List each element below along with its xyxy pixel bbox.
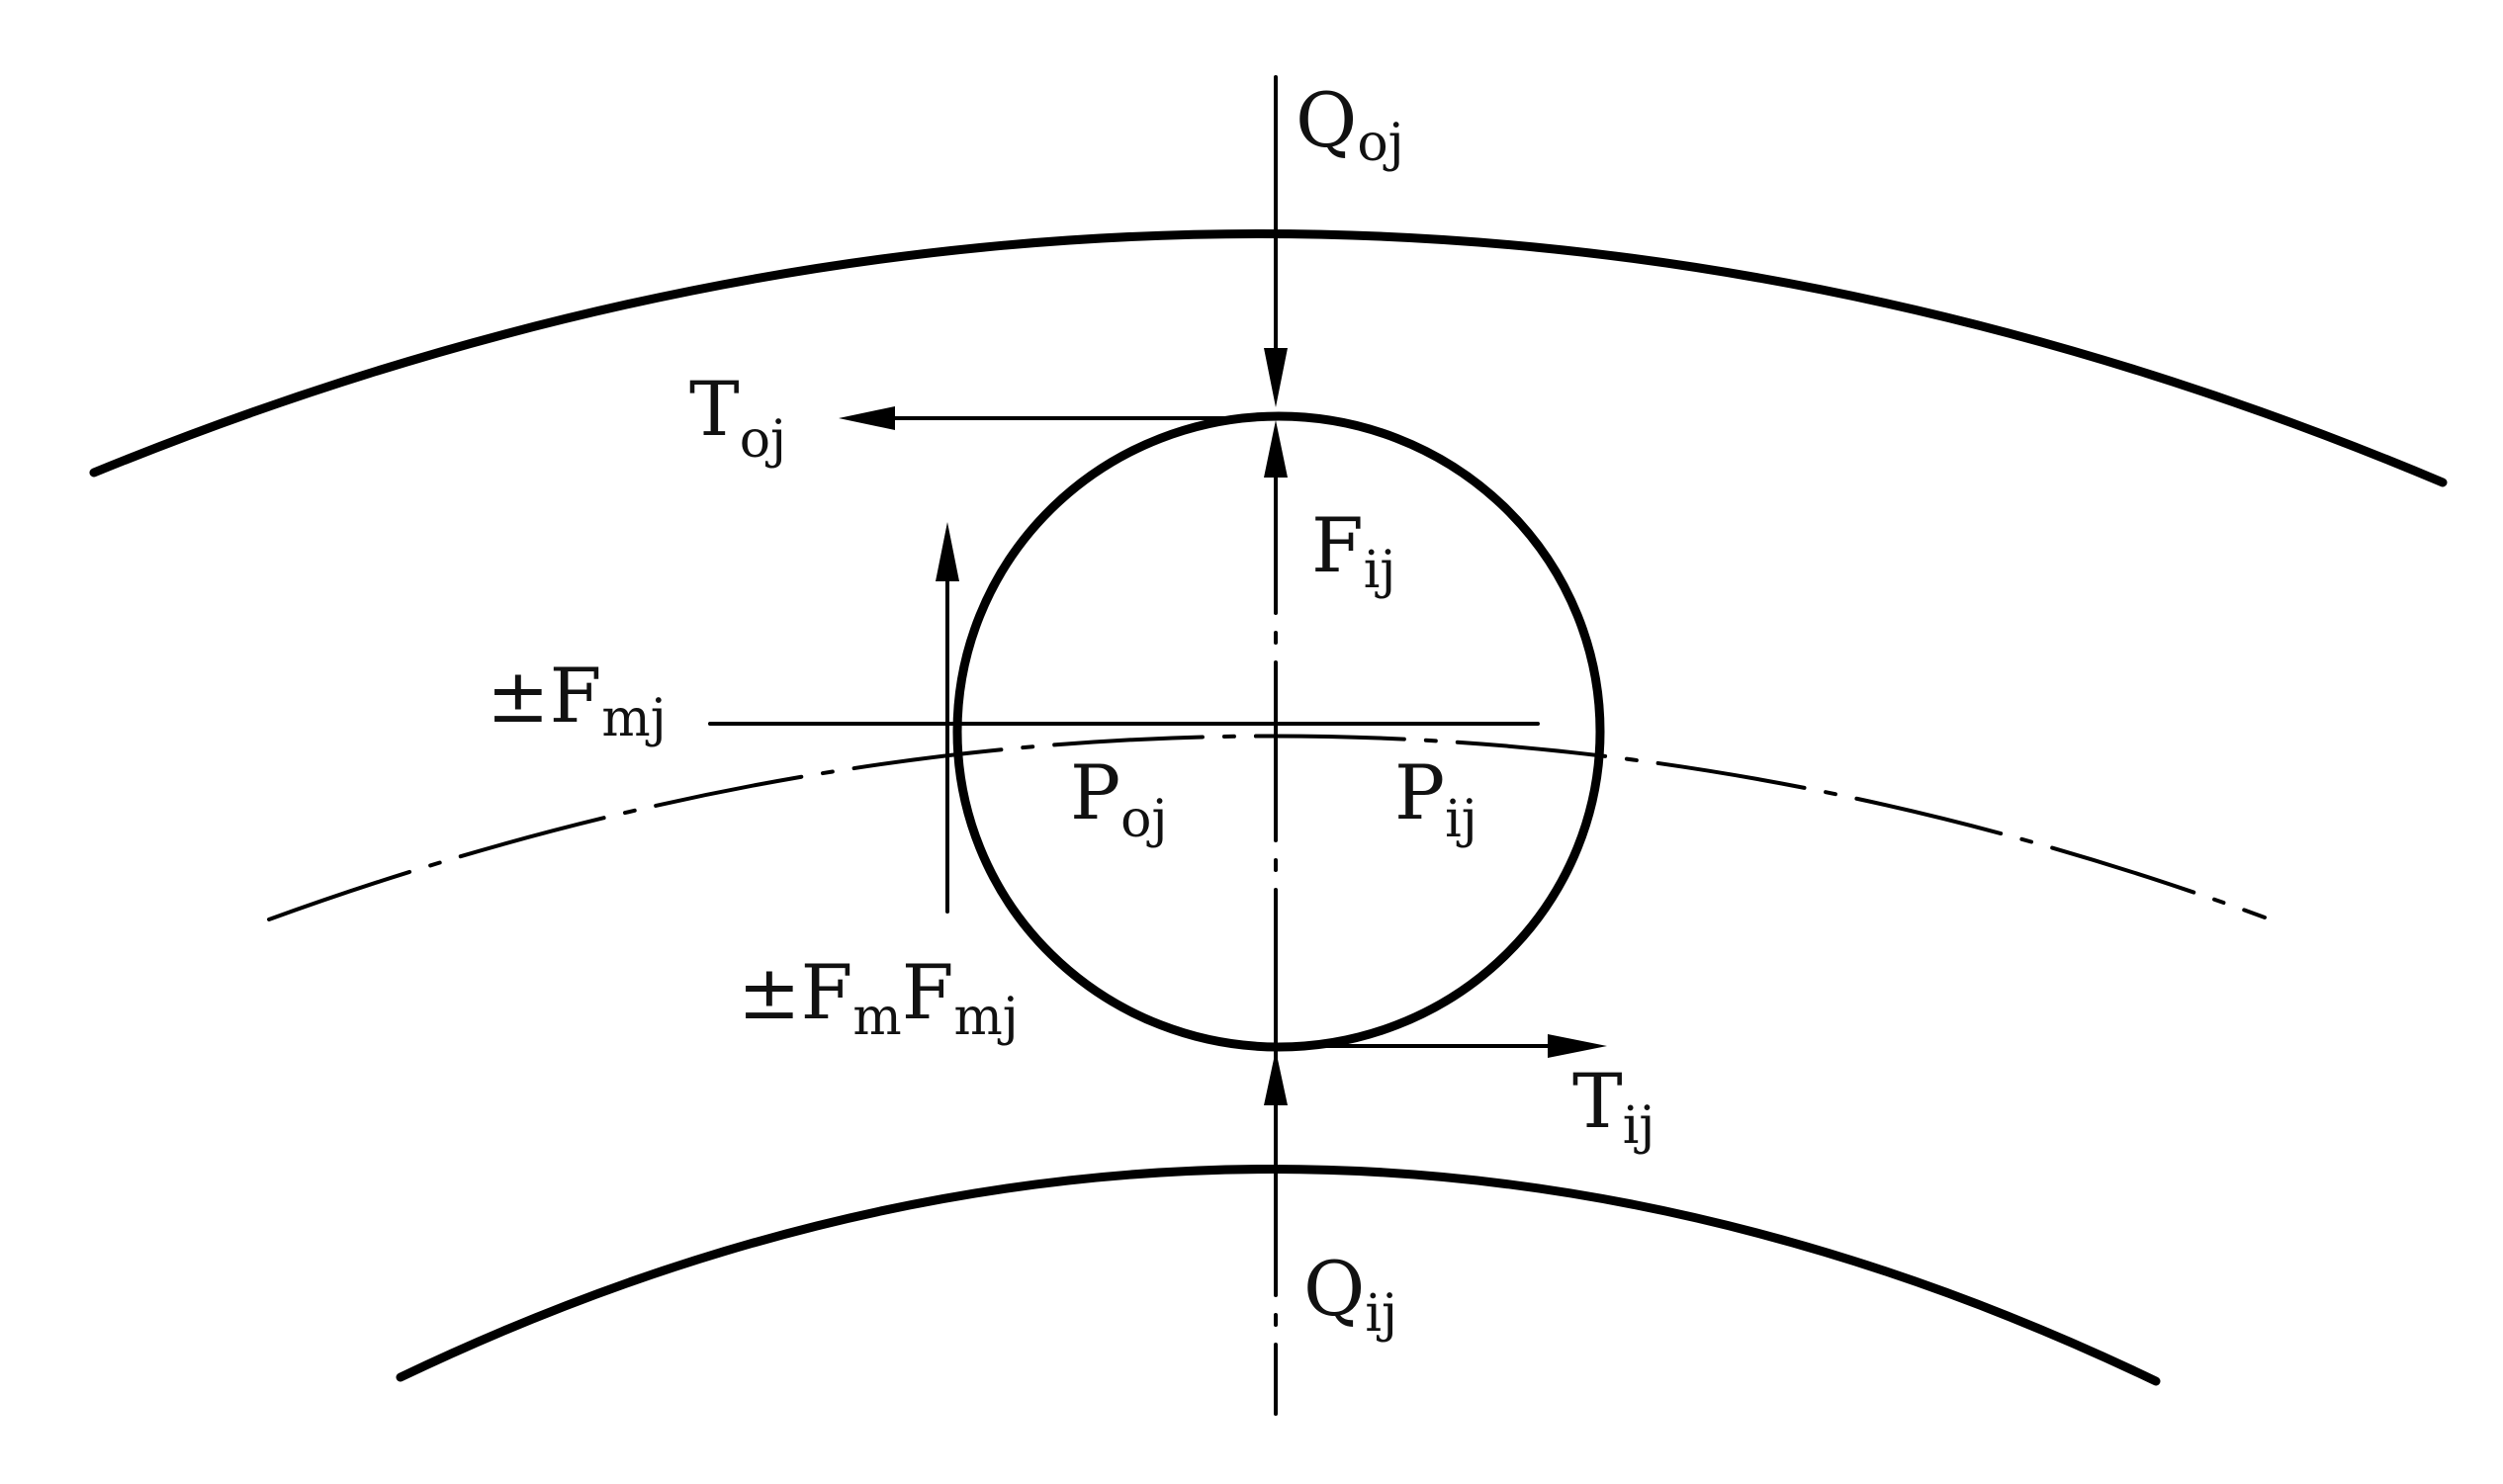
t-ij-arrow-head <box>1548 1034 1607 1058</box>
label-f-mj: ±Fmj <box>487 652 667 748</box>
label-fm-fmj: ±FmFmj <box>738 948 1019 1047</box>
outer-raceway-arc <box>89 228 2448 487</box>
label-p-oj: Poj <box>1070 748 1168 849</box>
label-q-ij: Qij <box>1303 1245 1397 1344</box>
label-f-ij: Fij <box>1311 501 1396 600</box>
f-ij-arrow-head <box>1264 420 1288 478</box>
label-p-ij: Pij <box>1394 748 1477 849</box>
inner-raceway-arc <box>396 1165 2161 1386</box>
t-oj-arrow-head <box>839 406 895 430</box>
label-q-oj: Qoj <box>1296 76 1404 173</box>
label-t-ij: Tij <box>1572 1057 1654 1156</box>
rolling-ball <box>952 411 1605 1052</box>
pitch-circle-arc <box>267 734 2267 921</box>
q-oj-arrow-head <box>1264 348 1288 407</box>
label-t-oj: Toj <box>689 365 786 470</box>
fm-arrow-head <box>936 522 959 581</box>
q-ij-arrow-head <box>1264 1050 1288 1105</box>
